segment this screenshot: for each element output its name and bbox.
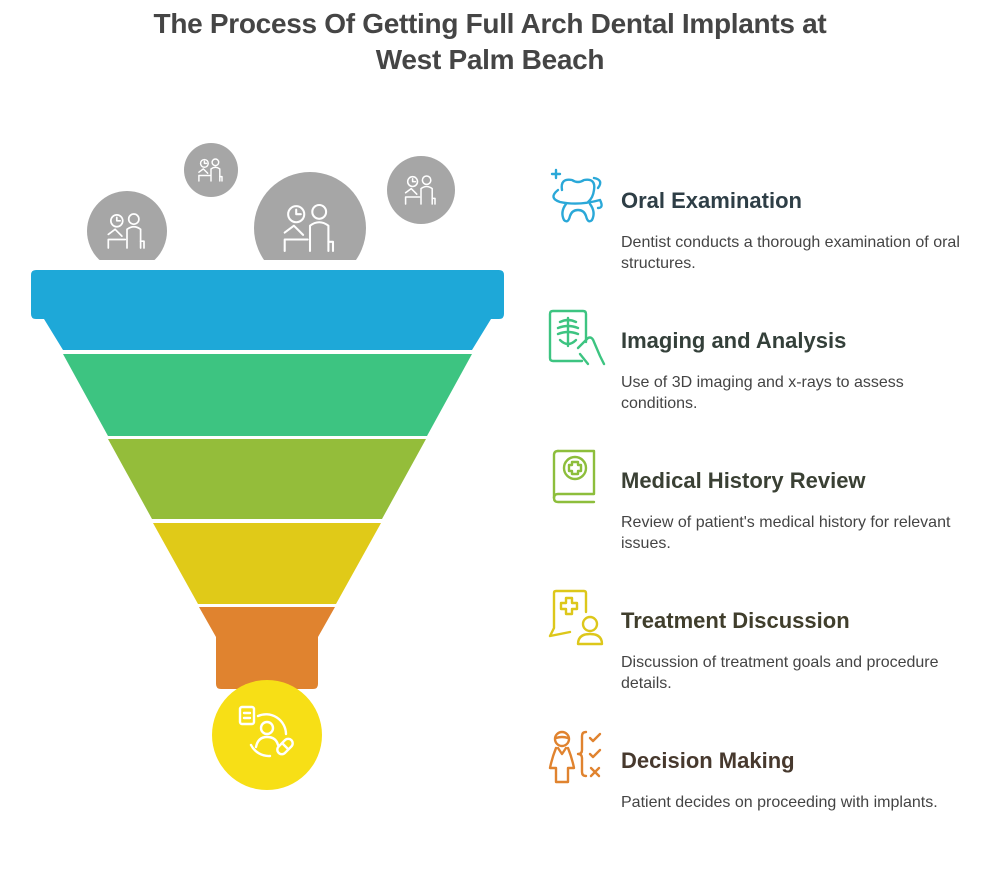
page-title: The Process Of Getting Full Arch Dental …: [0, 6, 980, 78]
patient-consultation-icon: [198, 158, 223, 182]
patient-consultation-icon: [404, 175, 436, 205]
funnel-layer-oral-examination: [31, 270, 504, 350]
funnel-layer-treatment-discussion: [153, 523, 381, 604]
medical-chat-icon: [548, 589, 604, 646]
step-heading: Decision Making: [621, 748, 795, 773]
xray-scan-icon: [548, 309, 606, 366]
step-heading: Medical History Review: [621, 468, 866, 493]
step-description: Dentist conducts a thorough examination …: [621, 234, 960, 272]
top-icon-circle-2: [184, 143, 238, 197]
top-icon-circle-1: [87, 191, 167, 271]
top-icon-circle-4: [387, 156, 455, 224]
step-heading: Imaging and Analysis: [621, 328, 847, 353]
step-description: Discussion of treatment goals and proced…: [621, 654, 939, 692]
step-description: Review of patient's medical history for …: [621, 514, 951, 552]
patient-records-medication-icon: [238, 705, 294, 758]
title-line-2: West Palm Beach: [375, 44, 605, 75]
decision-checklist-icon: [548, 730, 602, 784]
funnel-layer-imaging-and-analysis: [63, 354, 472, 436]
tooth-icon: [550, 168, 603, 223]
patient-consultation-icon: [107, 213, 145, 249]
step-heading: Oral Examination: [621, 188, 802, 213]
title-line-1: The Process Of Getting Full Arch Dental …: [153, 8, 827, 39]
funnel-diagram: [31, 143, 504, 790]
step-heading: Treatment Discussion: [621, 608, 850, 633]
step-description: Use of 3D imaging and x-rays to assess c…: [621, 374, 904, 412]
medical-book-icon: [552, 449, 596, 504]
top-icon-circle-3: [254, 172, 366, 284]
funnel-layer-medical-history-review: [108, 439, 426, 519]
step-description: Patient decides on proceeding with impla…: [621, 794, 938, 811]
funnel-layer-decision-making: [199, 607, 335, 689]
patient-consultation-icon: [283, 203, 335, 253]
